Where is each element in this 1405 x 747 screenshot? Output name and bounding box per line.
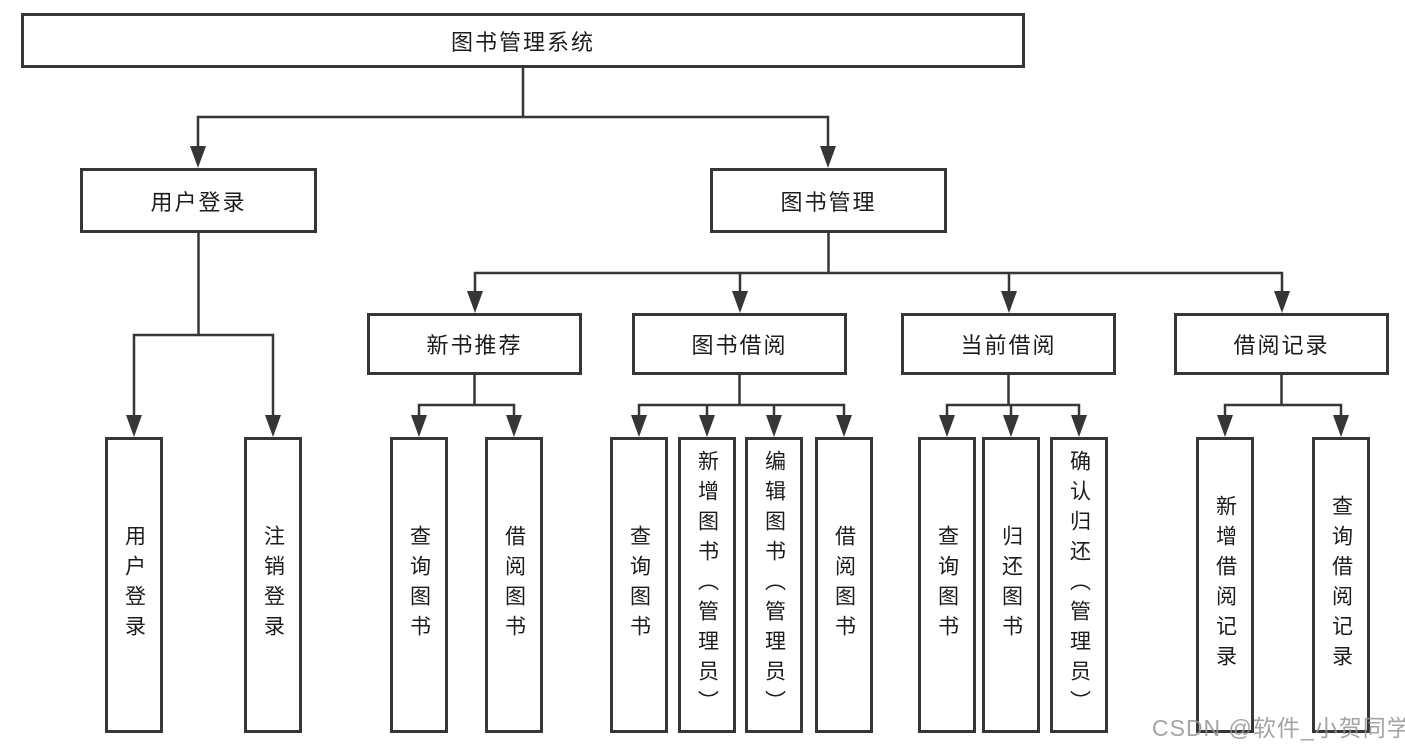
node-book-borrow: 图书借阅 xyxy=(632,313,847,375)
leaf-edit-book-admin-label: 编辑图书（管理员） xyxy=(762,450,786,720)
leaf-logout: 注销登录 xyxy=(244,437,302,733)
node-root-label: 图书管理系统 xyxy=(450,29,595,55)
connector-lines xyxy=(132,66,1343,421)
leaf-query-book-current-label: 查询图书 xyxy=(935,525,959,645)
leaf-edit-book-admin: 编辑图书（管理员） xyxy=(745,437,803,733)
node-current-borrow-label: 当前借阅 xyxy=(960,333,1057,358)
leaf-add-book-admin: 新增图书（管理员） xyxy=(678,437,736,733)
leaf-query-book-recommend-label: 查询图书 xyxy=(407,525,431,645)
leaf-user-login-label: 用户登录 xyxy=(122,525,146,645)
leaf-user-login: 用户登录 xyxy=(105,437,163,733)
leaf-query-borrow-record: 查询借阅记录 xyxy=(1312,437,1370,733)
leaf-query-book-current: 查询图书 xyxy=(918,437,976,733)
csdn-watermark: CSDN @软件_小贺同学 xyxy=(1152,715,1405,741)
leaf-query-book-recommend: 查询图书 xyxy=(390,437,448,733)
node-book-management: 图书管理 xyxy=(710,168,947,233)
leaf-confirm-return-admin: 确认归还（管理员） xyxy=(1050,437,1108,733)
leaf-borrow-book-recommend-label: 借阅图书 xyxy=(502,525,526,645)
node-borrow-record-label: 借阅记录 xyxy=(1233,333,1330,358)
node-book-borrow-label: 图书借阅 xyxy=(691,333,788,358)
leaf-borrow-book-recommend: 借阅图书 xyxy=(485,437,543,733)
node-user-login: 用户登录 xyxy=(80,168,317,233)
leaf-add-borrow-record-label: 新增借阅记录 xyxy=(1213,495,1237,675)
node-user-login-label: 用户登录 xyxy=(150,189,247,215)
node-book-management-label: 图书管理 xyxy=(780,189,877,215)
leaf-add-borrow-record: 新增借阅记录 xyxy=(1196,437,1254,733)
leaf-logout-label: 注销登录 xyxy=(261,525,285,645)
leaf-borrow-book-label: 借阅图书 xyxy=(832,525,856,645)
leaf-borrow-book: 借阅图书 xyxy=(815,437,873,733)
node-current-borrow: 当前借阅 xyxy=(901,313,1116,375)
leaf-query-book-borrow: 查询图书 xyxy=(610,437,668,733)
node-borrow-record: 借阅记录 xyxy=(1174,313,1389,375)
leaf-return-book-label: 归还图书 xyxy=(999,525,1023,645)
node-root: 图书管理系统 xyxy=(21,13,1025,68)
leaf-query-borrow-record-label: 查询借阅记录 xyxy=(1329,495,1353,675)
node-new-book-recommend-label: 新书推荐 xyxy=(426,333,523,358)
leaf-query-book-borrow-label: 查询图书 xyxy=(627,525,651,645)
leaf-confirm-return-admin-label: 确认归还（管理员） xyxy=(1067,450,1091,720)
leaf-add-book-admin-label: 新增图书（管理员） xyxy=(695,450,719,720)
leaf-return-book: 归还图书 xyxy=(982,437,1040,733)
node-new-book-recommend: 新书推荐 xyxy=(367,313,582,375)
